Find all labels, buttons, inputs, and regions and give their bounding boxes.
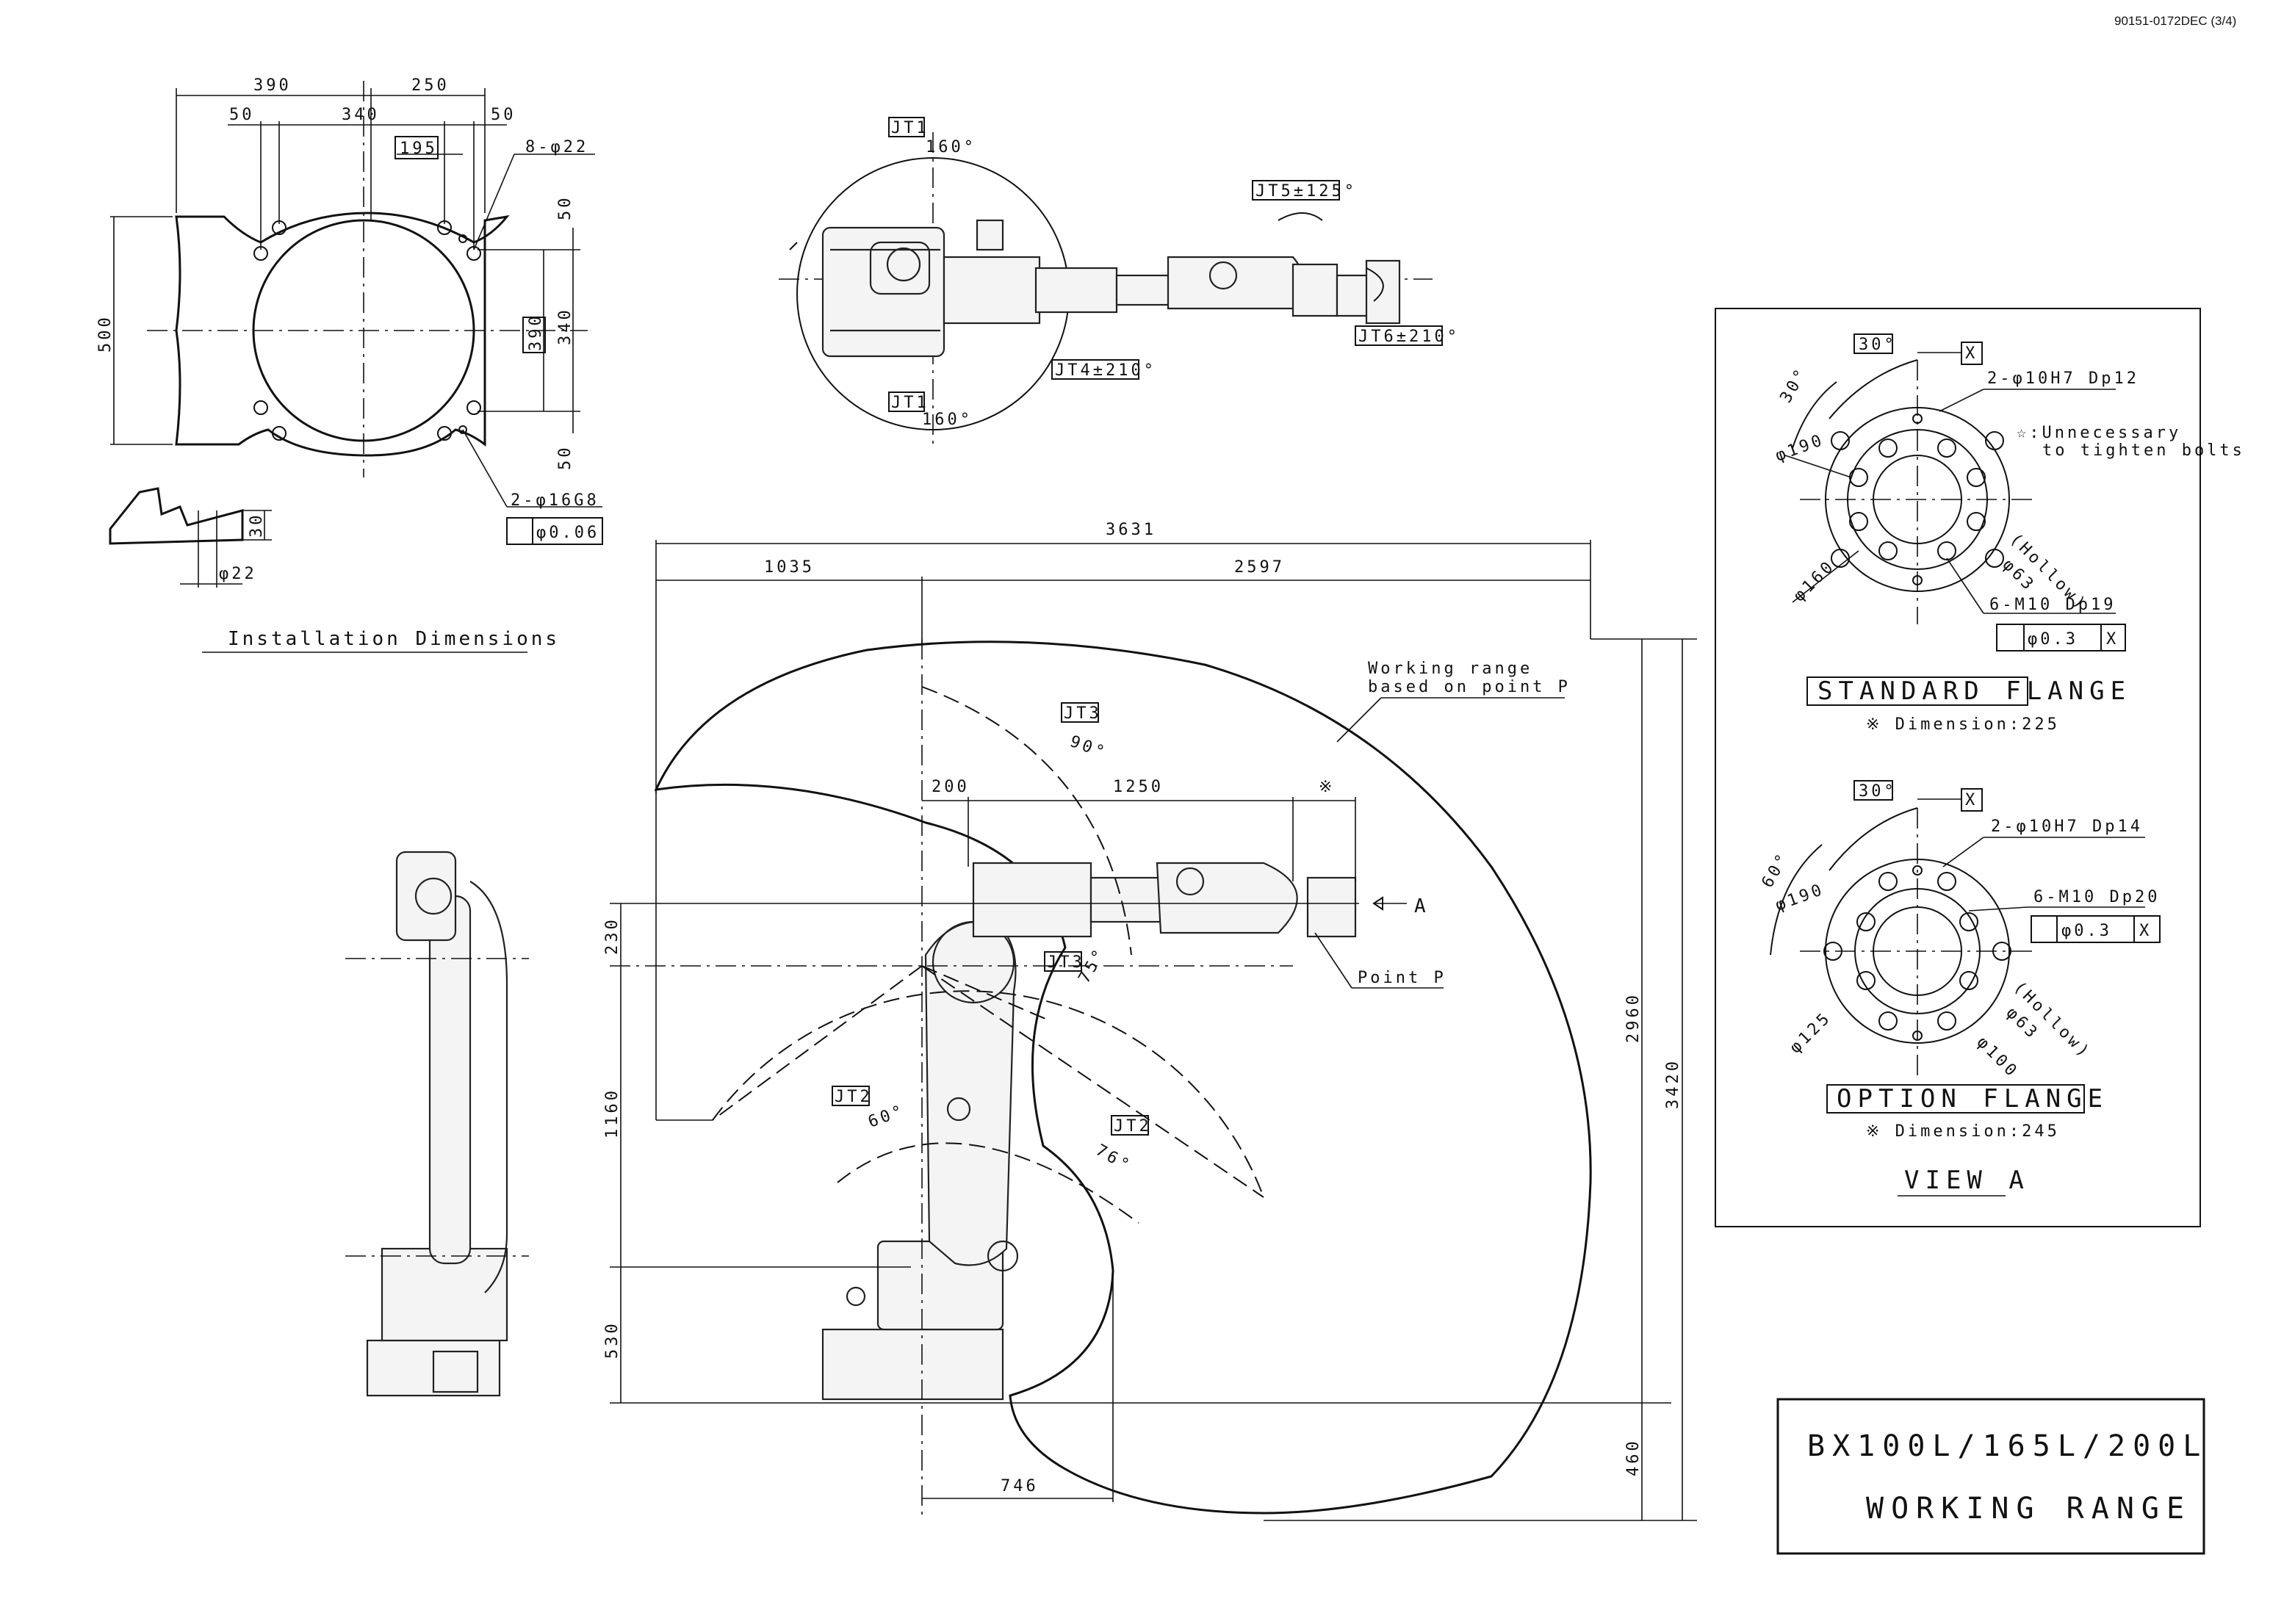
dim-390-vertical: 390: [527, 313, 545, 351]
base-plate-outline: [175, 212, 510, 457]
document-id: 90151-0172DEC (3/4): [2114, 14, 2236, 28]
view-a-panel: 30° 30° X 2-φ10H7 Dp12 ☆:Unnecessary to …: [1715, 308, 2245, 1227]
dim-2597: 2597: [1234, 558, 1285, 577]
dim-50-right: 50: [491, 106, 516, 124]
jt3-lower-label: JT3: [1047, 953, 1085, 972]
point-p-label: Point P: [1358, 969, 1446, 987]
jt4-label: JT4±210°: [1055, 361, 1156, 380]
std-note-1: ☆:Unnecessary: [2017, 424, 2181, 442]
std-bolts: 6-M10 Dp19: [1989, 596, 2116, 614]
jt1-top-label: JT1: [891, 119, 929, 137]
dim-1160: 1160: [603, 1088, 622, 1138]
dim-1035: 1035: [764, 558, 815, 577]
dim-195: 195: [400, 140, 438, 158]
dim-250: 250: [411, 76, 450, 95]
section-detail: [109, 487, 244, 545]
title-block: BX100L/165L/200L WORKING RANGE: [1776, 1398, 2208, 1555]
view-a-arrow-label: A: [1414, 895, 1429, 917]
view-a-frame: [1715, 308, 2201, 1227]
dim-340: 340: [342, 106, 380, 124]
pins-callout: 2-φ16G8: [511, 491, 599, 510]
std-datum-x: X: [1965, 344, 1978, 363]
dim-500: 500: [96, 314, 115, 353]
working-range-label-2: based on point P: [1368, 678, 1571, 696]
view-a-title: VIEW A: [1904, 1166, 2030, 1195]
opt-angle-30: 30°: [1859, 782, 1897, 801]
top-view: JT1 160° JT1 160° JT4±210° JT5±125° JT6±…: [779, 117, 1460, 448]
installation-dimensions-view: 390 250 50 340 50 195 8-φ22 500 390 340 …: [96, 76, 603, 653]
side-view: [345, 851, 529, 1397]
dim-2960: 2960: [1624, 992, 1643, 1043]
dim-530: 530: [603, 1321, 622, 1359]
opt-dimension: ※ Dimension:245: [1866, 1122, 2060, 1141]
jt2-right-label: JT2: [1114, 1117, 1152, 1136]
jt3-upper-angle: 90°: [1067, 732, 1109, 762]
working-range-label: Working range: [1368, 660, 1532, 678]
installation-title: Installation Dimensions: [228, 628, 560, 650]
opt-tolerance: φ0.3: [2061, 922, 2112, 940]
jt3-upper-label: JT3: [1064, 704, 1102, 723]
opt-phi100: φ100: [1973, 1033, 2022, 1082]
opt-pins: 2-φ10H7 Dp14: [1991, 818, 2143, 836]
drawing-subtitle: WORKING RANGE: [1866, 1492, 2191, 1526]
dim-flange-mark: ※: [1319, 778, 1335, 796]
jt2-left-label: JT2: [835, 1088, 873, 1106]
std-dimension: ※ Dimension:225: [1866, 715, 2060, 734]
opt-datum-x: X: [1965, 791, 1978, 809]
robot-side-view: [821, 862, 1357, 1401]
jt1-bottom-angle: 160°: [922, 411, 973, 429]
dim-30: 30: [248, 513, 266, 538]
dim-3631: 3631: [1106, 521, 1156, 539]
std-tolerance-datum: X: [2106, 630, 2119, 649]
dim-340-vertical: 340: [556, 307, 574, 345]
dim-460: 460: [1624, 1438, 1643, 1476]
opt-title: OPTION FLANGE: [1837, 1084, 2108, 1114]
dim-50-bottom: 50: [556, 445, 574, 471]
opt-phi190: φ190: [1773, 881, 1827, 915]
dim-390: 390: [253, 76, 292, 95]
option-flange: 30° 60° X 2-φ10H7 Dp14 6-M10 Dp20 φ190 φ…: [1759, 780, 2161, 1197]
opt-phi125: φ125: [1787, 1008, 1835, 1057]
dim-phi22: φ22: [219, 565, 257, 583]
dim-200: 200: [932, 778, 970, 796]
std-angle-30-top: 30°: [1859, 336, 1897, 354]
dim-50-top: 50: [556, 195, 574, 221]
std-tolerance: φ0.3: [2028, 630, 2078, 649]
jt1-bottom-label: JT1: [891, 394, 929, 412]
tolerance-value: φ0.06: [536, 524, 599, 542]
opt-angle-60: 60°: [1759, 849, 1794, 891]
jt5-label: JT5±125°: [1255, 182, 1357, 201]
dim-1250: 1250: [1113, 778, 1164, 796]
tolerance-frame: [506, 517, 603, 545]
jt6-label: JT6±210°: [1358, 328, 1460, 346]
holes-callout: 8-φ22: [525, 138, 588, 156]
standard-flange: 30° 30° X 2-φ10H7 Dp12 ☆:Unnecessary to …: [1773, 333, 2245, 734]
working-range-view: 3631 1035 2597 200 1250 ※ 230 1160 530 7…: [603, 521, 1697, 1521]
working-envelope: [654, 640, 1592, 1515]
opt-bolts: 6-M10 Dp20: [2033, 888, 2160, 906]
dim-746: 746: [1001, 1477, 1039, 1495]
dim-230: 230: [603, 917, 622, 955]
dim-3420: 3420: [1664, 1058, 1682, 1109]
std-title: STANDARD FLANGE: [1817, 676, 2131, 706]
dim-50-left: 50: [229, 106, 255, 124]
jt1-top-angle: 160°: [926, 138, 976, 156]
model-name: BX100L/165L/200L: [1807, 1429, 2208, 1463]
std-phi160: φ160: [1790, 557, 1839, 605]
std-pins: 2-φ10H7 Dp12: [1987, 369, 2139, 388]
opt-tolerance-datum: X: [2139, 922, 2152, 940]
std-angle-30-side: 30°: [1777, 364, 1812, 406]
jt2-right-angle: 76°: [1092, 1141, 1134, 1177]
std-note-2: to tighten bolts: [2042, 441, 2245, 460]
